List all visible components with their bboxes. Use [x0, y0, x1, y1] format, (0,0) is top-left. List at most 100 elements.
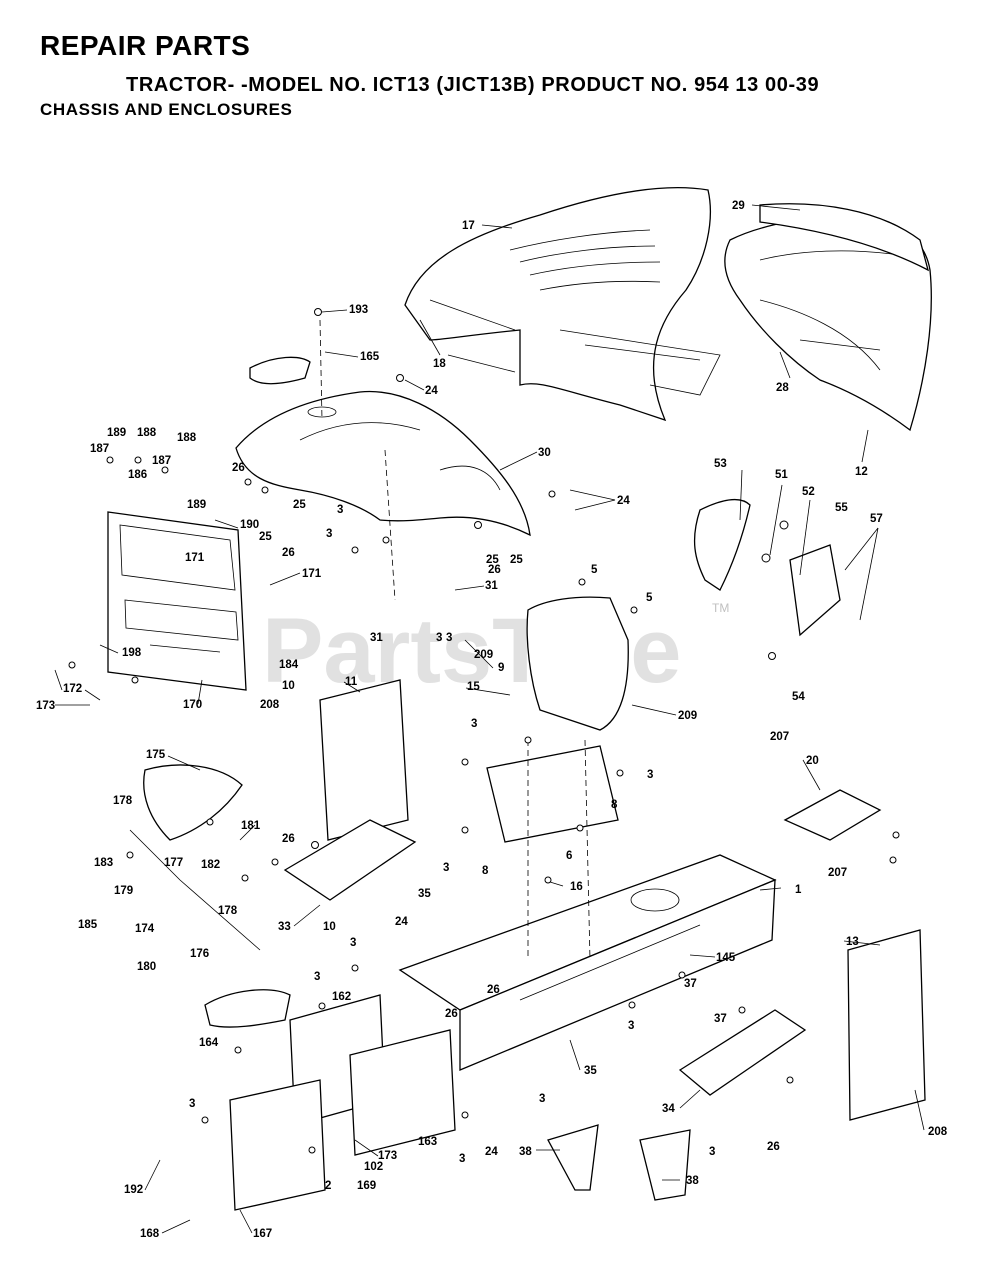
callout-label: 178: [113, 795, 133, 807]
callout-label: 8: [482, 865, 489, 877]
callout-label: 3: [471, 718, 477, 730]
cover-part-165: [249, 356, 311, 385]
callout-label: 208: [928, 1126, 948, 1138]
hardware-bolts: [68, 308, 900, 1154]
callout-label: 180: [137, 961, 156, 973]
callout-label: 188: [177, 432, 197, 444]
callout-label: 34: [662, 1103, 675, 1115]
callout-label: 192: [124, 1184, 143, 1196]
bracket-part-38b: [639, 1129, 691, 1201]
callout-label: 3: [436, 632, 442, 644]
callout-label: 33: [278, 921, 291, 933]
callout-label: 198: [122, 647, 142, 659]
callout-label: 52: [802, 486, 815, 498]
callout-label: 207: [828, 867, 847, 879]
callout-label: 167: [253, 1228, 272, 1240]
callout-label: 175: [146, 749, 166, 761]
rear-fender-part-28: [724, 214, 932, 432]
callout-label: 187: [152, 455, 171, 467]
callout-label: 26: [282, 833, 295, 845]
callout-label: 17: [462, 220, 475, 232]
callout-label: 25: [293, 499, 306, 511]
callout-label: 6: [566, 850, 572, 862]
callout-label: 25: [510, 554, 523, 566]
callout-label: 169: [357, 1180, 376, 1192]
callout-label: 188: [137, 427, 157, 439]
callout-label: 10: [282, 680, 295, 692]
callout-label: 3: [709, 1146, 715, 1158]
callout-label: 25: [259, 531, 272, 543]
callout-label: 179: [114, 885, 133, 897]
callout-label: 26: [767, 1141, 780, 1153]
steering-part-175: [129, 764, 261, 951]
callout-label: 24: [485, 1146, 498, 1158]
callout-label: 209: [474, 649, 493, 661]
callout-label: 16: [570, 881, 583, 893]
callout-label: 31: [485, 580, 498, 592]
callout-label: 186: [128, 469, 147, 481]
callout-label: 9: [498, 662, 504, 674]
bracket-part-164: [204, 989, 291, 1028]
callout-label: 24: [425, 385, 438, 397]
callout-label: 193: [349, 304, 368, 316]
callout-label: 3: [350, 937, 356, 949]
callout-label: 20: [806, 755, 819, 767]
callout-label: 25: [486, 554, 499, 566]
callout-label: 35: [418, 888, 431, 900]
callout-label: 209: [678, 710, 697, 722]
callout-label: 26: [232, 462, 245, 474]
section-title: CHASSIS AND ENCLOSURES: [40, 100, 293, 119]
callout-label: 5: [591, 564, 598, 576]
callout-label: 3: [326, 528, 332, 540]
callout-label: 3: [647, 769, 653, 781]
footrest-part-34: [678, 1009, 807, 1096]
callout-label: 29: [732, 200, 745, 212]
callout-label: 26: [488, 564, 501, 576]
callout-label: 35: [584, 1065, 597, 1077]
callout-label: 51: [775, 469, 788, 481]
callout-label: 163: [418, 1136, 437, 1148]
callout-label: 185: [78, 919, 98, 931]
callout-label: 171: [185, 552, 205, 564]
callout-label: 3: [189, 1098, 195, 1110]
callout-label: 5: [646, 592, 653, 604]
callout-label: 178: [218, 905, 238, 917]
side-panel-part-11: [319, 679, 409, 841]
callout-label: 171: [302, 568, 322, 580]
callout-label: 3: [459, 1153, 465, 1165]
callout-label: 181: [241, 820, 261, 832]
callout-label: 177: [164, 857, 183, 869]
shield-part-9: [526, 596, 629, 731]
callout-labels: 17 29 193 165 24 18 28 12 189 188 188 18…: [36, 200, 948, 1240]
callout-label: 164: [199, 1037, 219, 1049]
callout-label: 173: [36, 700, 55, 712]
bracket-part-53: [693, 498, 751, 591]
callout-label: 24: [617, 495, 630, 507]
callout-label: 172: [63, 683, 82, 695]
front-plate-part-163: [349, 1029, 456, 1156]
callout-label: 173: [378, 1150, 397, 1162]
callout-label: 170: [183, 699, 202, 711]
callout-label: 26: [445, 1008, 458, 1020]
callout-label: 31: [370, 632, 383, 644]
grille-part-170: [107, 511, 247, 691]
callout-label: 3: [539, 1093, 545, 1105]
watermark-tm: TM: [712, 601, 729, 615]
panel-part-13: [847, 929, 926, 1121]
callout-label: 54: [792, 691, 805, 703]
callout-label: 30: [538, 447, 551, 459]
callout-label: 2: [325, 1180, 331, 1192]
callout-label: 3: [628, 1020, 634, 1032]
callout-label: 15: [467, 681, 480, 693]
dash-panel-part-30: [235, 390, 531, 537]
callout-label: 165: [360, 351, 380, 363]
callout-label: 207: [770, 731, 789, 743]
callout-label: 3: [446, 632, 452, 644]
hood-part-17: [404, 186, 721, 422]
bumper-part-2: [229, 1079, 326, 1211]
callout-label: 53: [714, 458, 727, 470]
rear-trim-part-29: [759, 203, 930, 272]
model-subtitle: TRACTOR- -MODEL NO. ICT13 (JICT13B) PROD…: [126, 74, 820, 96]
callout-label: 38: [519, 1146, 532, 1158]
callout-label: 145: [716, 952, 736, 964]
